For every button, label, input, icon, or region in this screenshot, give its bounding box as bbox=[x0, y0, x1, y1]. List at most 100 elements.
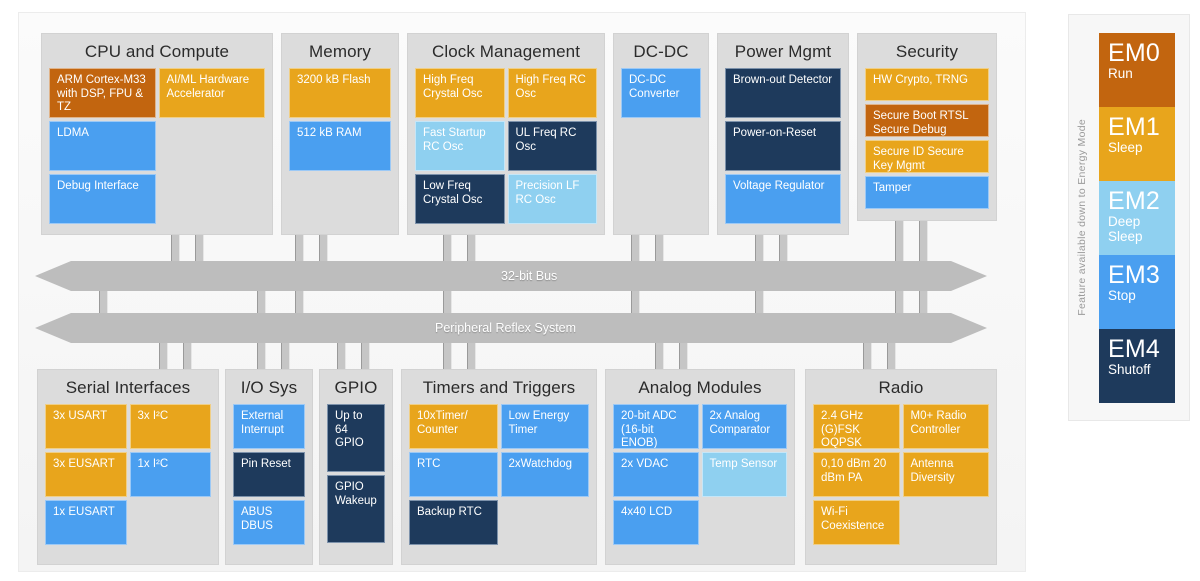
feature-block[interactable]: Backup RTC bbox=[409, 500, 498, 545]
feature-block[interactable]: External Interrupt bbox=[233, 404, 305, 449]
feature-block[interactable]: ARM Cortex-M33 with DSP, FPU & TZ bbox=[49, 68, 156, 118]
feature-block[interactable]: Pin Reset bbox=[233, 452, 305, 497]
connector-stub bbox=[295, 291, 304, 321]
feature-block[interactable]: Low Energy Timer bbox=[500, 404, 589, 449]
feature-block-label: 512 kB RAM bbox=[297, 127, 362, 139]
panel-title: Analog Modules bbox=[638, 378, 762, 397]
feature-block[interactable]: 1x I²C bbox=[129, 452, 211, 497]
feature-block-label: 3x USART bbox=[53, 410, 108, 422]
feature-block-label: 20-bit ADC (16-bit ENOB) bbox=[621, 410, 677, 449]
bus-arrow-left bbox=[35, 261, 71, 291]
panel-dc-dc[interactable]: DC-DC DC-DC Converter bbox=[613, 33, 709, 235]
feature-block[interactable]: 2xWatchdog bbox=[500, 452, 589, 497]
feature-block[interactable]: 20-bit ADC (16-bit ENOB) bbox=[613, 404, 699, 449]
feature-block[interactable]: UL Freq RC Osc bbox=[507, 121, 597, 171]
connector-stub bbox=[443, 291, 452, 321]
feature-block[interactable]: DC-DC Converter bbox=[621, 68, 701, 118]
panel-blocks: 3x USART 3x I²C 3x EUSART 1x I²C 1x EUSART bbox=[45, 404, 211, 548]
feature-block[interactable]: GPIO Wakeup bbox=[327, 475, 385, 543]
feature-block-label: Power-on-Reset bbox=[733, 127, 817, 139]
feature-block[interactable]: 3200 kB Flash bbox=[289, 68, 391, 118]
feature-block[interactable]: Fast Startup RC Osc bbox=[415, 121, 505, 171]
feature-block[interactable]: Wi-Fi Coexistence bbox=[813, 500, 900, 545]
feature-block[interactable]: Debug Interface bbox=[49, 174, 156, 224]
feature-block[interactable]: Tamper bbox=[865, 176, 989, 209]
panel-title: Memory bbox=[309, 42, 371, 61]
feature-block-label: 10xTimer/ Counter bbox=[417, 410, 468, 436]
feature-block[interactable]: HW Crypto, TRNG bbox=[865, 68, 989, 101]
feature-block[interactable]: Low Freq Crystal Osc bbox=[415, 174, 505, 224]
energy-mode-legend-caption: Feature available down to Energy Mode bbox=[1069, 15, 1095, 420]
feature-block[interactable]: 3x I²C bbox=[129, 404, 211, 449]
feature-block-label: 3x I²C bbox=[137, 410, 169, 422]
panel-cpu-and-compute[interactable]: CPU and Compute ARM Cortex-M33 with DSP,… bbox=[41, 33, 273, 235]
feature-block[interactable]: AI/ML Hardware Accelerator bbox=[158, 68, 265, 118]
feature-block[interactable]: Temp Sensor bbox=[701, 452, 787, 497]
feature-block[interactable]: 3x USART bbox=[45, 404, 127, 449]
feature-block[interactable]: High Freq Crystal Osc bbox=[415, 68, 505, 118]
bus-label: Peripheral Reflex System bbox=[435, 321, 577, 335]
feature-block[interactable]: 512 kB RAM bbox=[289, 121, 391, 171]
feature-block[interactable]: RTC bbox=[409, 452, 498, 497]
feature-block[interactable]: ABUS DBUS bbox=[233, 500, 305, 545]
connector-stub bbox=[863, 343, 872, 369]
feature-block[interactable]: Antenna Diversity bbox=[902, 452, 989, 497]
energy-mode-legend-panel: Feature available down to Energy Mode EM… bbox=[1068, 14, 1190, 421]
connector-stub bbox=[631, 235, 640, 271]
feature-block-label: 3200 kB Flash bbox=[297, 74, 371, 86]
feature-block-label: 1x I²C bbox=[137, 458, 169, 470]
feature-block[interactable]: High Freq RC Osc bbox=[507, 68, 597, 118]
feature-block[interactable]: 0,10 dBm 20 dBm PA bbox=[813, 452, 900, 497]
feature-block[interactable]: Voltage Regulator bbox=[725, 174, 841, 224]
panel-memory[interactable]: Memory 3200 kB Flash 512 kB RAM bbox=[281, 33, 399, 235]
panel-blocks: 20-bit ADC (16-bit ENOB) 2x Analog Compar… bbox=[613, 404, 787, 548]
block-spacer bbox=[702, 500, 788, 545]
feature-block[interactable]: LDMA bbox=[49, 121, 156, 171]
connector-stub bbox=[159, 343, 168, 369]
feature-block-label: Precision LF RC Osc bbox=[515, 180, 580, 206]
feature-block-label: 4x40 LCD bbox=[621, 506, 673, 518]
energy-mode-name: Deep Sleep bbox=[1108, 214, 1143, 244]
feature-block[interactable]: 4x40 LCD bbox=[613, 500, 699, 545]
feature-block[interactable]: Secure Boot RTSL Secure Debug bbox=[865, 104, 989, 137]
feature-block[interactable]: 2.4 GHz (G)FSK OQPSK bbox=[813, 404, 900, 449]
feature-block-label: Voltage Regulator bbox=[733, 180, 825, 192]
feature-block[interactable]: Precision LF RC Osc bbox=[507, 174, 597, 224]
energy-mode-name: Shutoff bbox=[1108, 362, 1151, 377]
feature-block[interactable]: 1x EUSART bbox=[45, 500, 127, 545]
connector-stub bbox=[895, 291, 904, 321]
connector-stub bbox=[919, 291, 928, 321]
feature-block[interactable]: 10xTimer/ Counter bbox=[409, 404, 498, 449]
connector-stub bbox=[779, 235, 788, 271]
panel-title: CPU and Compute bbox=[84, 42, 230, 61]
bus-arrow-left bbox=[35, 313, 71, 343]
feature-block[interactable]: Power-on-Reset bbox=[725, 121, 841, 171]
connector-stub bbox=[443, 235, 452, 271]
feature-block[interactable]: 3x EUSART bbox=[45, 452, 127, 497]
feature-block-label: Wi-Fi Coexistence bbox=[821, 506, 885, 532]
feature-block-label: 0,10 dBm 20 dBm PA bbox=[821, 458, 887, 484]
feature-block[interactable]: M0+ Radio Controller bbox=[902, 404, 989, 449]
panel-analog-modules[interactable]: Analog Modules 20-bit ADC (16-bit ENOB)2… bbox=[605, 369, 795, 565]
connector-stub bbox=[467, 235, 476, 271]
feature-block[interactable]: Brown-out Detector bbox=[725, 68, 841, 118]
feature-block[interactable]: Secure ID Secure Key Mgmt bbox=[865, 140, 989, 173]
feature-block[interactable]: Up to 64 GPIO bbox=[327, 404, 385, 472]
feature-block[interactable]: 2x VDAC bbox=[613, 452, 699, 497]
feature-block[interactable]: 2x Analog Comparator bbox=[701, 404, 787, 449]
